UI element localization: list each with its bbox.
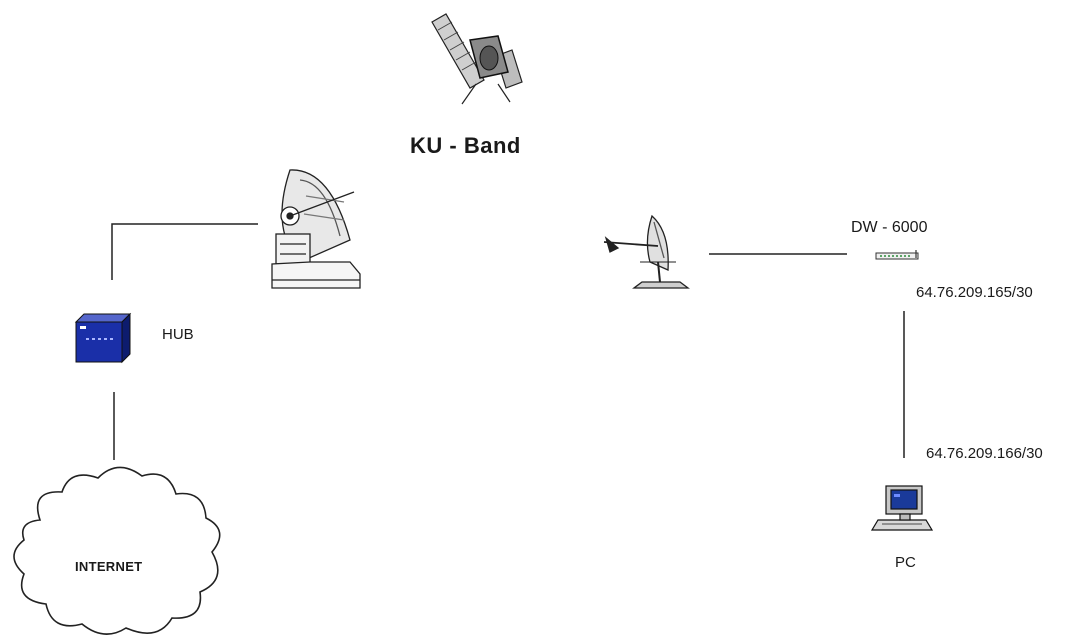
ku-band-label: KU - Band [410, 133, 521, 159]
pc-label: PC [895, 554, 916, 571]
connection-lines [112, 224, 904, 460]
remote-dish-icon [604, 216, 688, 288]
internet-label: INTERNET [75, 559, 142, 574]
modem-device-icon [876, 250, 918, 259]
pc-ip-label: 64.76.209.166/30 [926, 445, 1043, 462]
line-hub-to-dish [112, 224, 258, 280]
hub-label: HUB [162, 326, 194, 343]
modem-label: DW - 6000 [851, 219, 927, 237]
internet-cloud-icon [14, 467, 220, 634]
satellite-icon [432, 14, 522, 104]
earth-station-dish-icon [272, 170, 360, 288]
modem-ip-label: 64.76.209.165/30 [916, 284, 1033, 301]
hub-device-icon [76, 314, 130, 362]
pc-icon [872, 486, 932, 530]
